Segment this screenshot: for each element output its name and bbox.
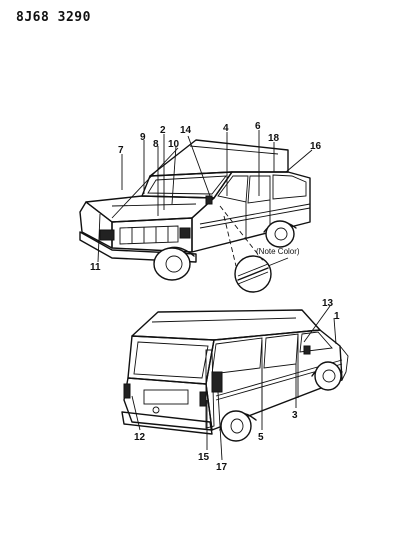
- callout-12: 12: [134, 432, 146, 443]
- front-vehicle-drawing: [79, 139, 311, 281]
- callout-13: 13: [322, 298, 334, 309]
- callout-leader-lines: [97, 130, 337, 461]
- callout-8: 8: [153, 139, 159, 150]
- callout-2: 2: [160, 125, 166, 136]
- note-color-label: (Note Color): [256, 247, 300, 256]
- callout-3: 3: [292, 410, 298, 421]
- callout-14: 14: [180, 125, 192, 136]
- callout-5: 5: [258, 432, 264, 443]
- callout-labels: 7 9 8 2 10 14 4 6 18 16 11 13 1 3 5 12 1…: [90, 121, 340, 473]
- stripe-detail-inset: (Note Color): [219, 205, 300, 293]
- diagram-code: 8J68 3290: [16, 10, 91, 25]
- callout-17: 17: [216, 462, 228, 473]
- rear-vehicle-drawing: [121, 309, 349, 442]
- callout-15: 15: [198, 452, 210, 463]
- callout-6: 6: [255, 121, 261, 132]
- callout-1: 1: [334, 311, 340, 322]
- callout-7: 7: [118, 145, 124, 156]
- callout-16: 16: [310, 141, 322, 152]
- callout-9: 9: [140, 132, 146, 143]
- callout-11: 11: [90, 262, 101, 273]
- callout-4: 4: [223, 123, 229, 134]
- callout-18: 18: [268, 133, 280, 144]
- callout-10: 10: [168, 139, 180, 150]
